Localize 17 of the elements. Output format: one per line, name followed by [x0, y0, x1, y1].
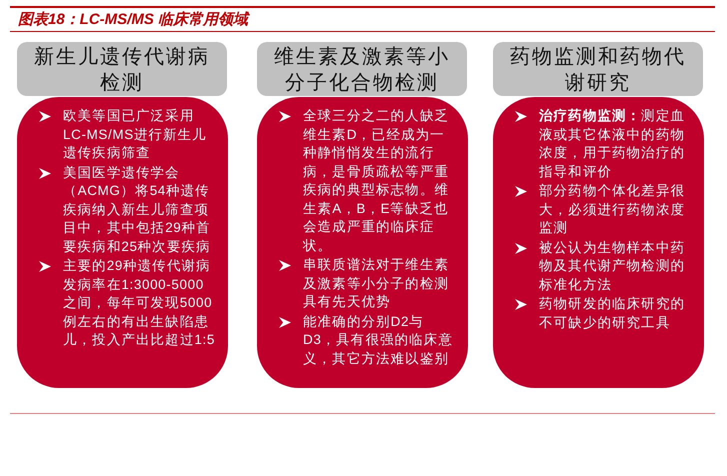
- header-box: 药物监测和药物代谢研究: [493, 42, 703, 96]
- bullet-text: 治疗药物监测：测定血液或其它体液中的药物浓度，用于药物治疗的指导和评价: [539, 107, 686, 180]
- content-panel: [493, 97, 704, 388]
- header-box: 维生素及激素等小分子化合物检测: [257, 42, 467, 96]
- bullet-text: 主要的29种遗传代谢病发病率在1:3000-5000之间，每年可发现5000例左右的有出生缺陷患儿，投入产出比超过1:5: [63, 257, 215, 349]
- bullet-text: 药物研发的临床研究的不可缺少的研究工具: [539, 295, 686, 332]
- bullet-text: 欧美等国已广泛采用LC-MS/MS进行新生儿遗传疾病筛查: [63, 107, 208, 162]
- bullet-text: 部分药物个体化差异很大，必须进行药物浓度监测: [539, 182, 686, 237]
- bullet-text: 被公认为生物样本中药物及其代谢产物检测的标准化方法: [539, 238, 686, 294]
- bullet-text: 串联质谱法对于维生素及激素等小分子的检测具有先天优势: [303, 256, 450, 311]
- header-box: 新生儿遗传代谢病检测: [17, 42, 227, 96]
- bullet-text: 能准确的分别D2与D3，具有很强的临床意义，其它方法难以鉴别: [303, 312, 454, 368]
- bullet-text: 美国医学遗传学会（ACMG）将54种遗传疾病纳入新生儿筛查项目中，其中包括29种首要疾病和25种次要疾病: [63, 164, 212, 256]
- bullet-text: 全球三分之二的人缺乏维生素D，已经成为一种静悄悄发生的流行病，是骨质疏松等严重疾病的典型标志物。维生素A，B，E等缺乏也会造成严重的临床症状。: [303, 107, 450, 254]
- figure-title: 图表18：LC-MS/MS 临床常用领域: [18, 10, 248, 29]
- content-panel: [17, 97, 228, 388]
- content-panel: [257, 97, 468, 388]
